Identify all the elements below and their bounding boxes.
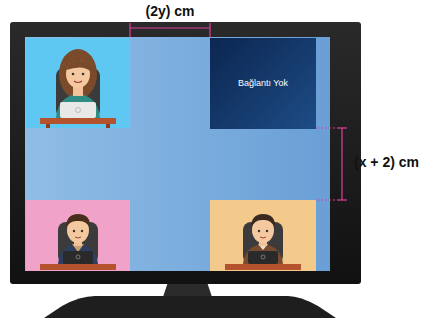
status-text: Bağlantı Yok — [238, 78, 288, 89]
monitor-bezel — [10, 22, 361, 284]
monitor-neck — [163, 282, 212, 297]
dimension-bracket — [130, 23, 210, 37]
man-figure — [225, 214, 301, 270]
dimension-bracket — [317, 128, 347, 200]
status-tile: Bağlantı Yok — [210, 38, 316, 129]
man-figure — [40, 214, 116, 270]
video-tile — [26, 200, 130, 271]
dimension-label: (x + 2) cm — [354, 154, 419, 170]
dimension-label: (2y) cm — [145, 3, 194, 19]
video-tile — [26, 38, 130, 128]
woman-figure — [40, 49, 116, 128]
screen — [25, 37, 330, 271]
monitor-base — [44, 296, 336, 318]
video-tile — [210, 200, 316, 271]
